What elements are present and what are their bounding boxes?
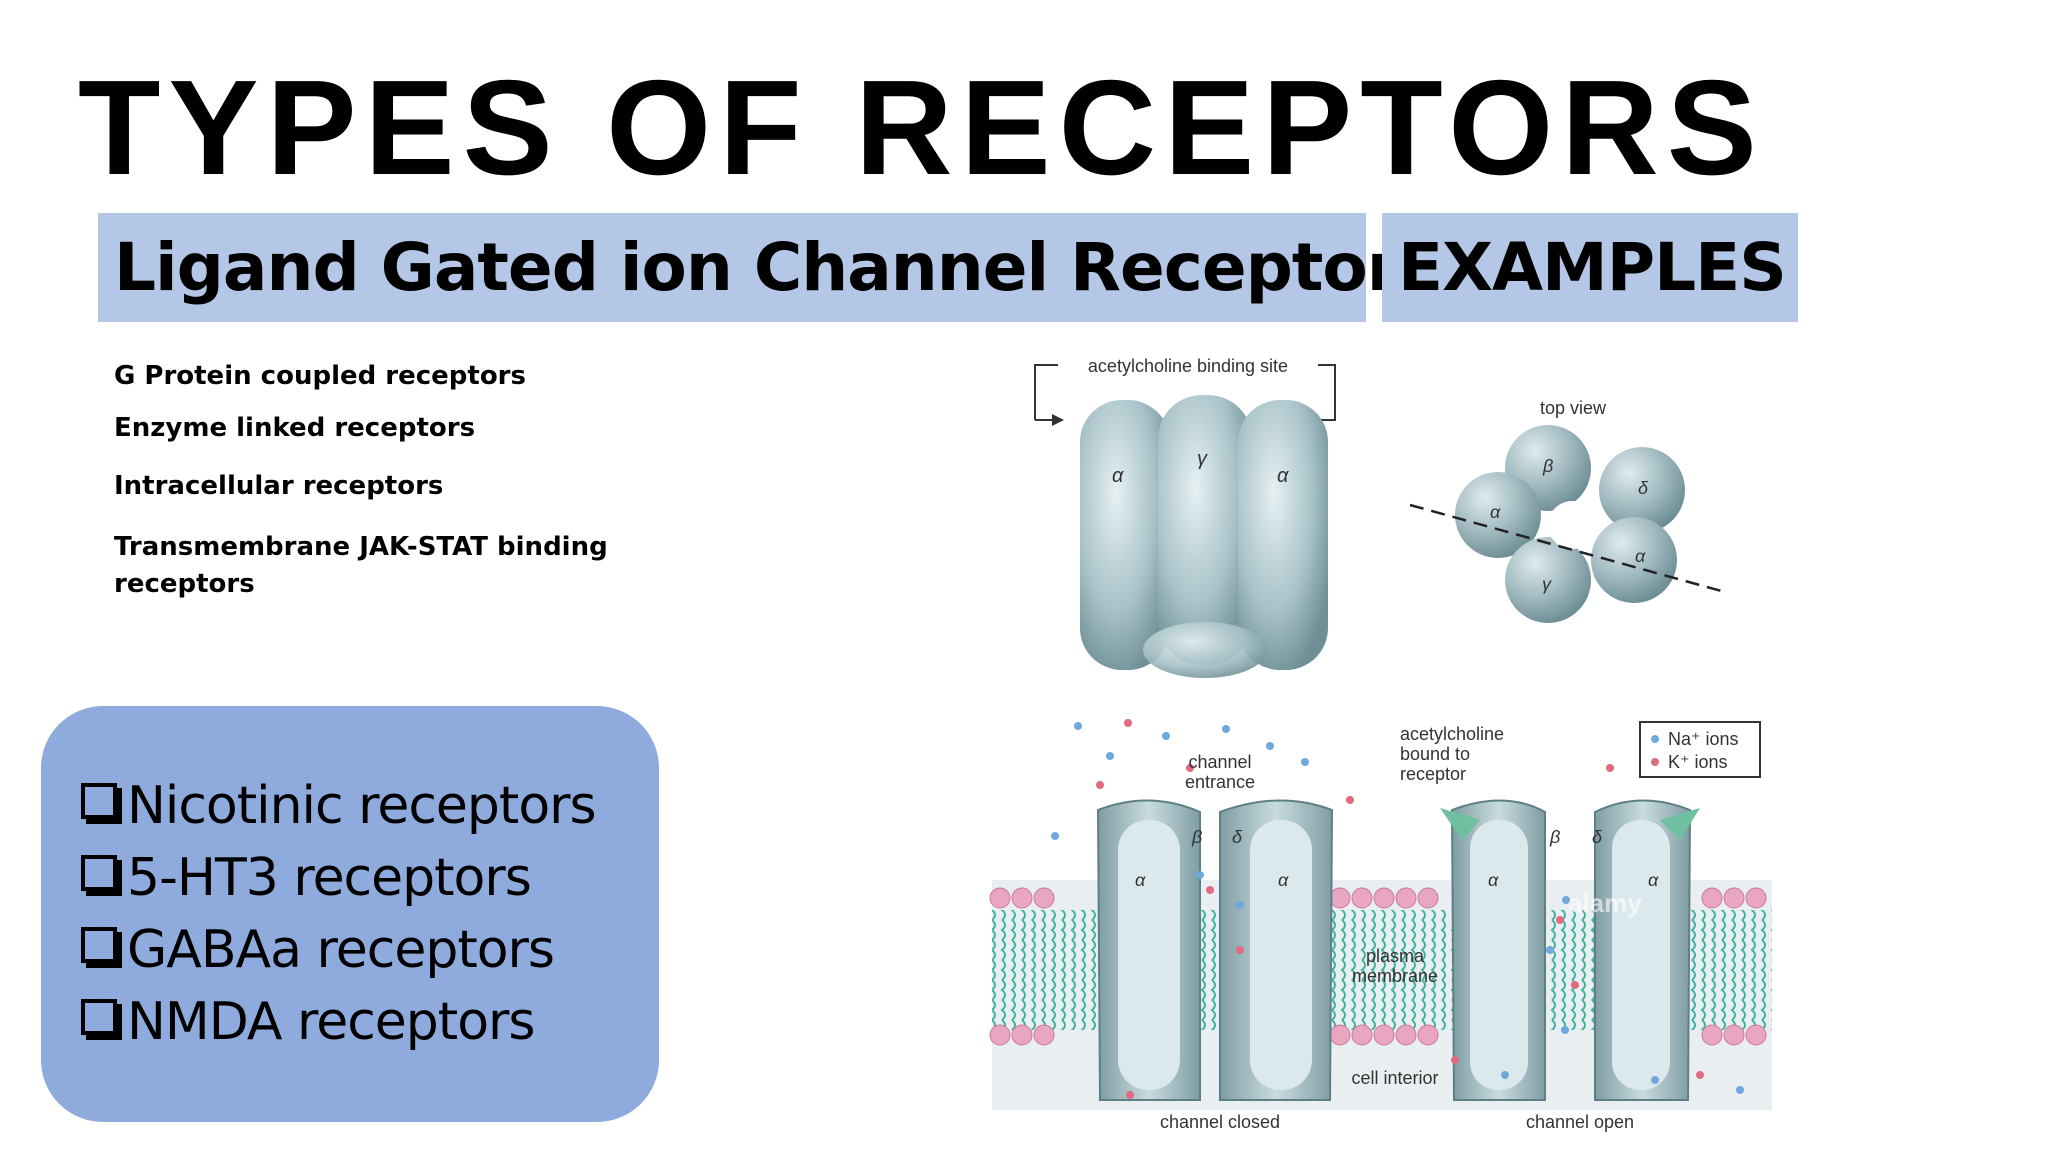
section-header-examples-label: EXAMPLES: [1398, 229, 1787, 306]
subunit-alpha-label: α: [1277, 465, 1289, 487]
receptor-type-jak-stat-continued: receptors: [114, 569, 255, 599]
receptor-top-view: top view β δ α α γ: [1409, 398, 1726, 623]
example-item-gabaa: GABAa receptors: [81, 914, 659, 986]
channel-open-label: channel open: [1526, 1112, 1634, 1132]
ach-bound-label-2: bound to: [1400, 744, 1470, 764]
channel-entrance-label-2: entrance: [1185, 772, 1255, 792]
closed-alpha-label: α: [1278, 870, 1289, 890]
example-item-nmda: NMDA receptors: [81, 986, 659, 1058]
example-label: NMDA receptors: [127, 992, 535, 1052]
example-label: GABAa receptors: [127, 920, 555, 980]
k-ion-legend-dot-icon: [1651, 758, 1659, 766]
checkbox-bullet-icon: [81, 855, 117, 891]
receptor-type-intracellular: Intracellular receptors: [114, 471, 444, 501]
receptor-type-enzyme-linked: Enzyme linked receptors: [114, 413, 476, 443]
top-view-label: top view: [1540, 398, 1607, 418]
watermark: alamy: [1568, 888, 1642, 918]
plasma-membrane-label-2: membrane: [1352, 966, 1438, 986]
closed-delta-label: δ: [1232, 827, 1243, 847]
cell-interior-label: cell interior: [1351, 1068, 1438, 1088]
legend-k-label: K⁺ ions: [1668, 752, 1728, 772]
examples-box: Nicotinic receptors 5-HT3 receptors GABA…: [41, 706, 659, 1122]
receptor-type-gpcr: G Protein coupled receptors: [114, 361, 526, 391]
example-label: Nicotinic receptors: [127, 776, 597, 836]
receptor-type-jak-stat: Transmembrane JAK-STAT binding: [114, 532, 608, 562]
membrane-panel: α β δ α α β δ α Na⁺ io: [989, 719, 1772, 1132]
plasma-membrane-label: plasma: [1366, 946, 1425, 966]
ach-bound-label-3: receptor: [1400, 764, 1466, 784]
legend-na-label: Na⁺ ions: [1668, 729, 1739, 749]
page-title: TYPES OF RECEPTORS: [78, 52, 1765, 203]
channel-entrance-label: channel: [1188, 752, 1251, 772]
checkbox-bullet-icon: [81, 783, 117, 819]
open-alpha-label: α: [1648, 870, 1659, 890]
topview-alpha-label: α: [1490, 502, 1501, 522]
ach-bound-label: acetylcholine: [1400, 724, 1504, 744]
topview-delta-label: δ: [1638, 478, 1649, 498]
topview-gamma-label: γ: [1542, 574, 1552, 594]
section-header-ligand-gated: Ligand Gated ion Channel Receptor: [98, 213, 1399, 322]
open-delta-label: δ: [1592, 827, 1603, 847]
closed-beta-label: β: [1191, 827, 1202, 847]
subunit-gamma-label: γ: [1197, 448, 1208, 470]
closed-alpha-label: α: [1135, 870, 1146, 890]
receptor-side-view: acetylcholine binding site α γ α: [1034, 355, 1336, 678]
example-label: 5-HT3 receptors: [127, 848, 532, 908]
subunit-alpha-label: α: [1112, 465, 1124, 487]
topview-beta-label: β: [1542, 456, 1553, 476]
checkbox-bullet-icon: [81, 927, 117, 963]
channel-closed-label: channel closed: [1160, 1112, 1280, 1132]
topview-alpha-label: α: [1635, 546, 1646, 566]
na-ion-legend-dot-icon: [1651, 735, 1659, 743]
section-header-examples: EXAMPLES: [1382, 213, 1798, 322]
open-beta-label: β: [1549, 827, 1560, 847]
binding-site-label: acetylcholine binding site: [1088, 356, 1288, 376]
checkbox-bullet-icon: [81, 999, 117, 1035]
open-alpha-label: α: [1488, 870, 1499, 890]
section-header-ligand-gated-label: Ligand Gated ion Channel Receptor: [114, 229, 1399, 306]
example-item-nicotinic: Nicotinic receptors: [81, 770, 659, 842]
example-item-5ht3: 5-HT3 receptors: [81, 842, 659, 914]
ion-legend: [1639, 721, 1761, 778]
